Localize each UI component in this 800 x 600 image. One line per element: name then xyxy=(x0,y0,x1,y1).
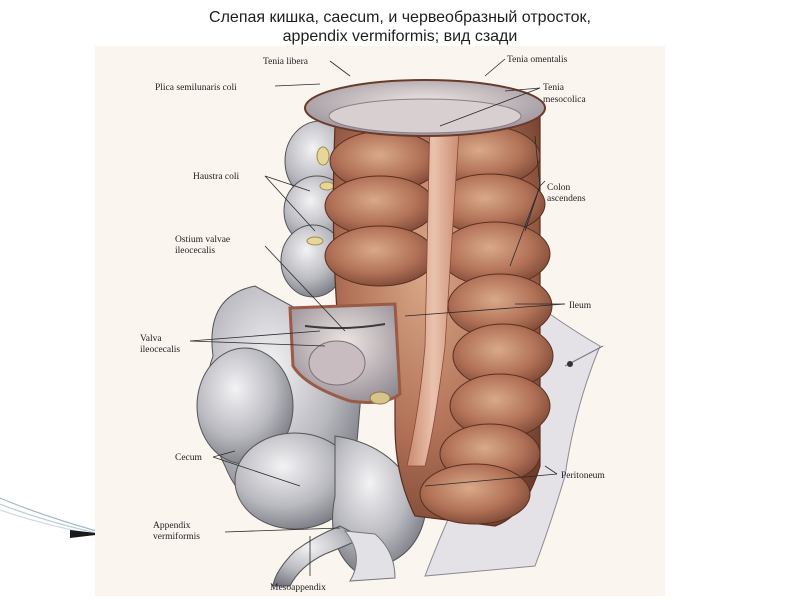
mesoappendix xyxy=(343,530,396,582)
label-tenia-mesocolica-2: mesocolica xyxy=(543,95,587,105)
appendix-vermiformis xyxy=(272,525,365,587)
label-tenia-libera: Tenia libera xyxy=(263,57,309,67)
label-ostium-2: ileocecalis xyxy=(175,246,215,256)
anatomy-figure: Tenia libera Tenia omentalis Plica semil… xyxy=(95,46,665,596)
title-line-1: Слепая кишка, caecum, и червеобразный от… xyxy=(209,9,591,26)
label-tenia-mesocolica-1: Tenia xyxy=(543,83,565,93)
decorative-swoosh xyxy=(0,497,104,538)
label-peritoneum: Peritoneum xyxy=(561,471,605,481)
label-appendix-1: Appendix xyxy=(153,521,191,531)
slide-title: Слепая кишка, caecum, и червеобразный от… xyxy=(0,8,800,46)
colon-haustra xyxy=(324,125,554,525)
label-mesoappendix: Mesoappendix xyxy=(270,583,326,593)
label-plica-semilunaris: Plica semilunaris coli xyxy=(155,83,237,93)
label-haustra-coli: Haustra coli xyxy=(193,172,240,182)
label-valva-1: Valva xyxy=(140,334,162,344)
anatomy-illustration: Tenia libera Tenia omentalis Plica semil… xyxy=(140,55,605,593)
label-ileum: Ileum xyxy=(569,301,592,311)
label-appendix-2: vermiformis xyxy=(153,531,200,542)
label-cecum: Cecum xyxy=(175,453,203,463)
label-tenia-omentalis: Tenia omentalis xyxy=(507,55,568,65)
label-colon-ascendens-1: Colon xyxy=(547,183,570,193)
title-line-2: appendix vermiformis; вид сзади xyxy=(282,28,518,45)
leader-lines xyxy=(189,58,566,576)
label-ostium-1: Ostium valvae xyxy=(175,235,230,245)
label-colon-ascendens-2: ascendens xyxy=(547,194,586,204)
label-valva-2: ileocecalis xyxy=(140,345,180,355)
